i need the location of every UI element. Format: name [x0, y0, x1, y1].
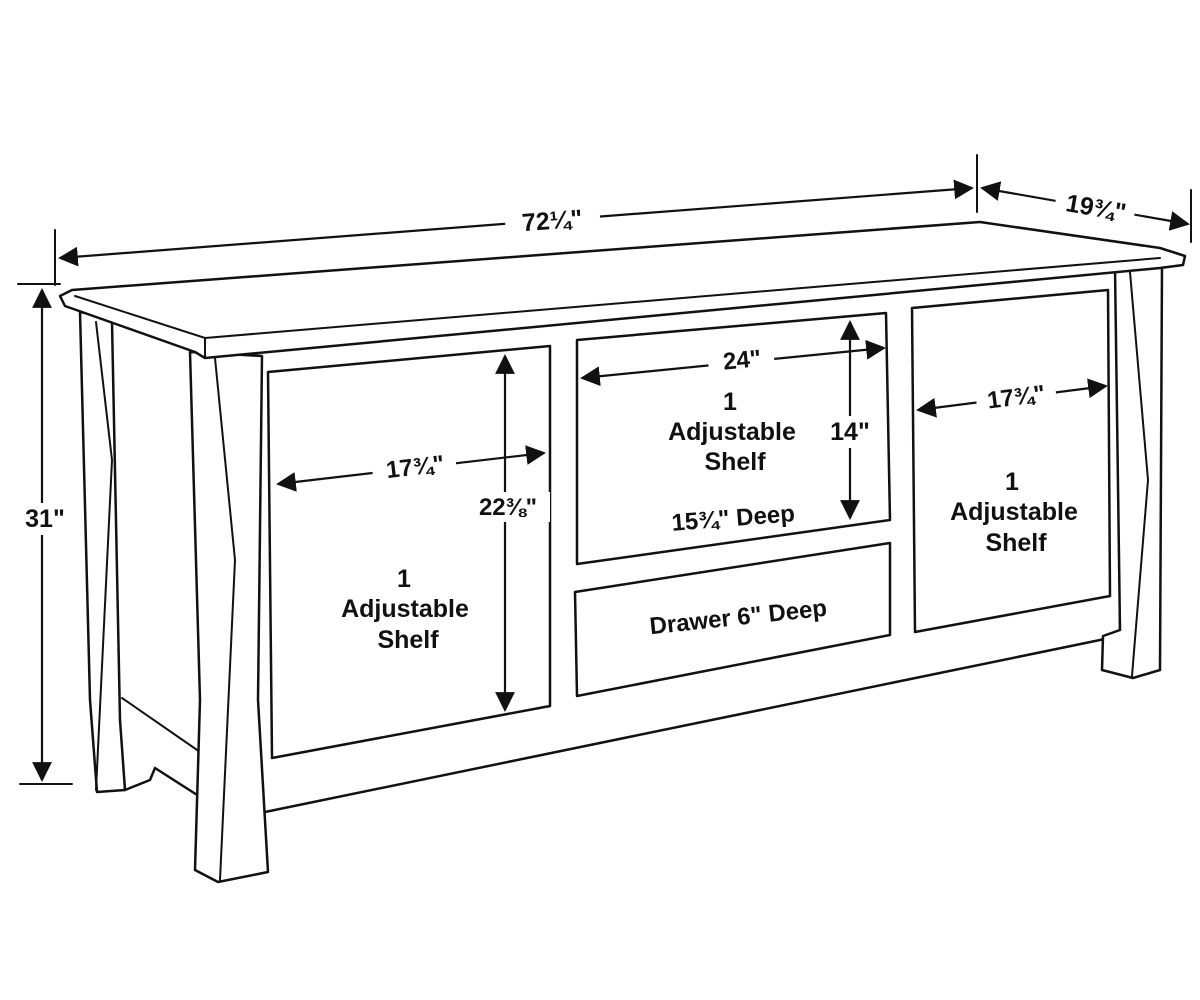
front-left-leg-taper	[214, 357, 237, 881]
left-width-label: 17¾"	[385, 451, 446, 484]
front-right-leg-taper	[1129, 271, 1150, 677]
center-width-label: 24"	[722, 345, 763, 376]
left-compartment-annotations: 17¾" 22⅜" 1 Adjustable Shelf	[276, 354, 550, 712]
right-compartment-annotations: 17¾" 1 Adjustable Shelf	[916, 377, 1108, 557]
drawer-front	[573, 541, 892, 698]
right-shelf-count: 1	[1005, 468, 1019, 496]
left-height-label: 22⅜"	[479, 494, 537, 521]
left-shelf-count: 1	[397, 565, 411, 593]
right-shelf-line1: Adjustable	[950, 498, 1078, 526]
overall-depth-label: 19¾"	[1064, 189, 1128, 227]
left-shelf-line2: Shelf	[377, 626, 439, 654]
left-side-bottom-rail	[121, 697, 201, 753]
overall-height-label: 31"	[25, 505, 65, 533]
center-shelf-line2: Shelf	[704, 448, 766, 476]
center-shelf-line1: Adjustable	[668, 418, 796, 446]
center-height-label: 14"	[830, 418, 870, 446]
left-door-panel	[266, 344, 552, 760]
front-right-leg	[1100, 264, 1164, 680]
left-shelf-line1: Adjustable	[341, 595, 469, 623]
center-shelf-count: 1	[723, 388, 737, 416]
right-shelf-line2: Shelf	[985, 529, 1047, 557]
back-left-leg-taper	[95, 321, 114, 791]
front-left-leg	[188, 350, 270, 884]
overall-width-label: 72¼"	[521, 205, 583, 238]
right-door-panel	[910, 288, 1112, 634]
